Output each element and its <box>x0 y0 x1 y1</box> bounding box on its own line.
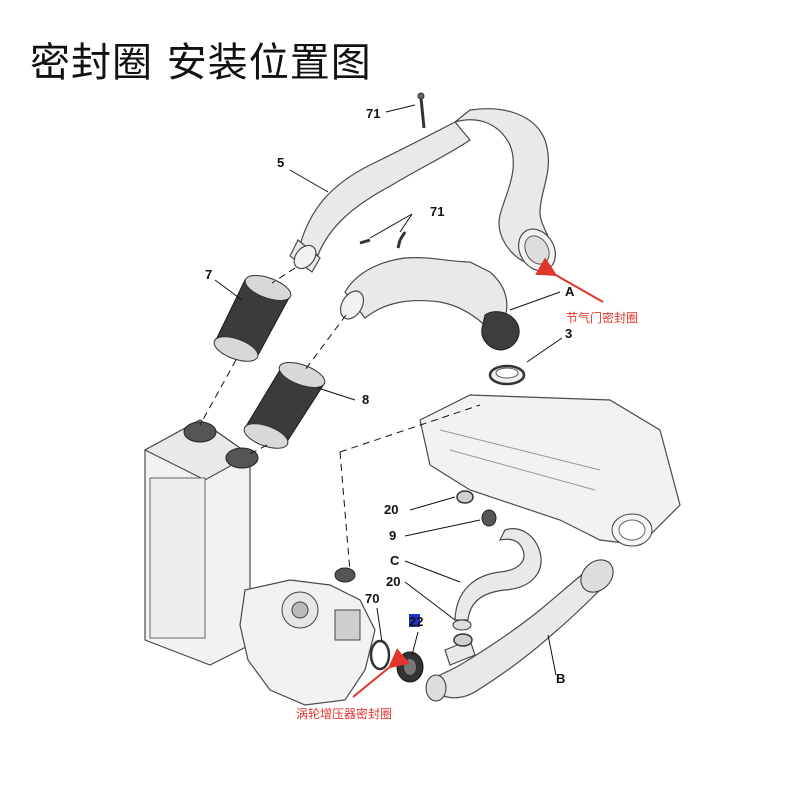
throttle-pipe-A <box>339 257 520 351</box>
callout-71-top: 71 <box>366 106 380 121</box>
callout-A: A <box>565 284 575 299</box>
callout-9: 9 <box>389 528 396 543</box>
leader-lines <box>214 104 563 676</box>
clamp-20-lower <box>453 633 473 647</box>
callout-C: C <box>390 553 400 568</box>
turbocharger <box>239 567 376 706</box>
seal-9 <box>481 509 497 527</box>
callout-70: 70 <box>365 591 379 606</box>
callout-B: B <box>556 671 565 686</box>
intercooler <box>143 419 259 666</box>
callout-71-mid: 71 <box>430 204 444 219</box>
intake-manifold <box>419 394 681 547</box>
seal-3-throttle <box>488 364 526 386</box>
hose-7 <box>213 275 292 362</box>
bolts-71-mid <box>359 231 407 249</box>
callout-22: 22 <box>409 614 423 629</box>
seal-70 <box>369 639 391 671</box>
connection-lines <box>199 267 481 573</box>
callout-5: 5 <box>277 155 284 170</box>
lower-pipe-B <box>425 559 614 702</box>
bolt-71-top <box>417 92 426 129</box>
throttle-seal-label: 节气门密封圈 <box>566 310 638 325</box>
callout-20-lower: 20 <box>386 574 400 589</box>
page-title: 密封圈 安装位置图 <box>30 40 372 86</box>
callout-22-highlight <box>409 614 420 627</box>
intake-pipe-5 <box>289 108 556 273</box>
turbo-seal-label: 涡轮增压器密封圈 <box>296 706 392 721</box>
turbo-seal-arrow <box>352 648 410 698</box>
hose-8 <box>243 362 326 449</box>
small-pipe-C <box>452 528 542 631</box>
callout-3: 3 <box>565 326 572 341</box>
throttle-seal-arrow <box>535 257 604 303</box>
callout-20-upper: 20 <box>384 502 398 517</box>
seal-22-turbo <box>396 651 424 683</box>
callout-8: 8 <box>362 392 369 407</box>
clamp-20-upper <box>456 490 474 504</box>
callout-7: 7 <box>205 267 212 282</box>
